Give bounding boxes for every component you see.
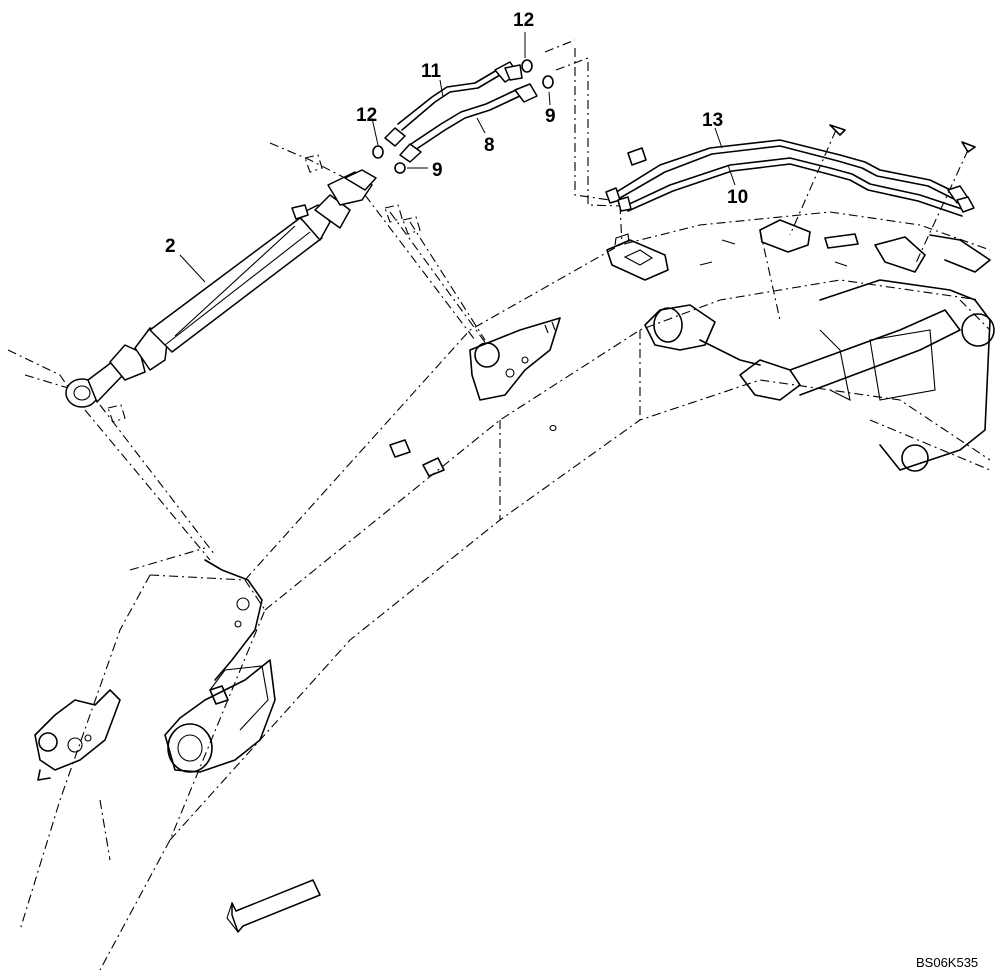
callout-2: 2 [165,236,176,257]
drawing-code: BS06K535 [916,955,978,970]
callout-leaders [179,32,736,283]
callout-9-right: 9 [545,106,556,127]
callout-12-left: 12 [356,105,377,126]
callout-11: 11 [421,61,442,82]
o-rings [372,59,554,174]
callout-8: 8 [484,135,495,156]
boom-outline [19,211,991,971]
pipes-13-10 [605,139,975,217]
assembly-leader-lines [7,39,969,561]
boom-details [34,124,995,781]
pin-hardware [107,154,421,423]
callout-13: 13 [702,110,723,131]
callout-9-left: 9 [432,160,443,181]
callout-12-top: 12 [513,10,534,31]
front-direction-arrow-icon [226,879,321,933]
callout-labels: 2 11 8 12 12 9 9 13 10 [165,10,748,257]
callout-10: 10 [727,187,748,208]
boom-cylinder [65,169,377,408]
hoses-11-8 [384,61,538,163]
